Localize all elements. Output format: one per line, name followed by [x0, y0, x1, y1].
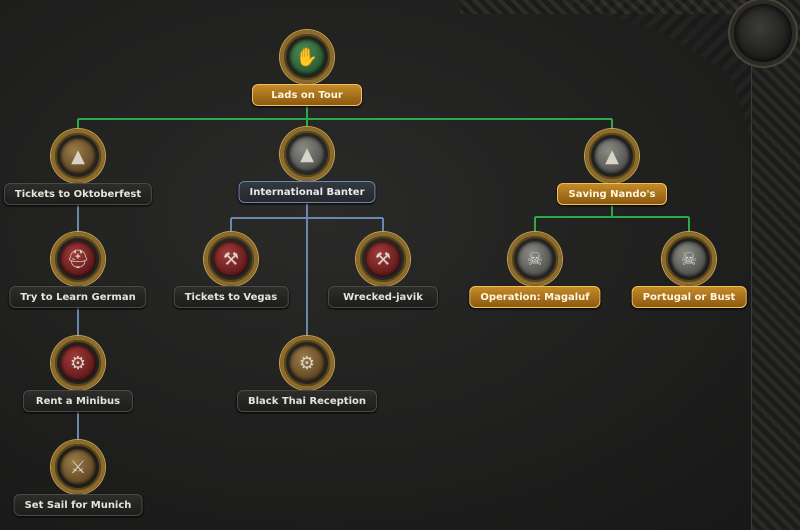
laurel-wreath-icon: [51, 440, 105, 494]
focus-emblem: ⚒: [365, 241, 401, 277]
corner-medallion-icon: [734, 4, 792, 62]
crossed-hammers-icon[interactable]: ⚒: [204, 232, 258, 286]
focus-label[interactable]: International Banter: [238, 181, 376, 203]
skull-wings-icon[interactable]: ☠: [508, 232, 562, 286]
focus-emblem: ▲: [289, 136, 325, 172]
skull-wings-icon[interactable]: ☠: [662, 232, 716, 286]
focus-emblem: ⚙: [289, 345, 325, 381]
focus-rent-a-minibus[interactable]: ⚙ Rent a Minibus: [3, 336, 153, 412]
pyramid-eye-icon[interactable]: ▲: [280, 127, 334, 181]
laurel-wreath-icon: [204, 232, 258, 286]
focus-label[interactable]: Lads on Tour: [252, 84, 362, 106]
radar-dish-icon[interactable]: ⚙: [280, 336, 334, 390]
focus-operation-magaluf[interactable]: ☠ Operation: Magaluf: [460, 232, 610, 308]
pyramid-eye-icon[interactable]: ▲: [585, 129, 639, 183]
focus-label[interactable]: Tickets to Vegas: [173, 286, 289, 308]
focus-emblem: ⚔: [60, 449, 96, 485]
connector-international-banter: [230, 203, 384, 338]
focus-wrecked-javik[interactable]: ⚒ Wrecked-javik: [308, 232, 458, 308]
laurel-wreath-icon: [585, 129, 639, 183]
frame-top-border: [460, 0, 800, 14]
focus-label[interactable]: Operation: Magaluf: [469, 286, 601, 308]
laurel-wreath-icon: [356, 232, 410, 286]
laurel-wreath-icon: [51, 336, 105, 390]
laurel-wreath-icon: [51, 129, 105, 183]
focus-emblem: ☠: [671, 241, 707, 277]
focus-label[interactable]: Portugal or Bust: [631, 286, 747, 308]
focus-emblem: ▲: [594, 138, 630, 174]
focus-label[interactable]: Try to Learn German: [9, 286, 147, 308]
focus-saving-nandos[interactable]: ▲ Saving Nando's: [537, 129, 687, 205]
focus-lads-on-tour[interactable]: ✋ Lads on Tour: [232, 30, 382, 106]
focus-label[interactable]: Saving Nando's: [557, 183, 667, 205]
laurel-wreath-icon: [662, 232, 716, 286]
industry-gear-icon[interactable]: ⚙: [51, 336, 105, 390]
helmet-shield-icon[interactable]: ⛑: [51, 232, 105, 286]
connector-saving-nandos: [534, 205, 690, 232]
connector-lads-on-tour: [77, 98, 613, 132]
focus-emblem: ✋: [289, 39, 325, 75]
crossed-rifles-icon[interactable]: ⚔: [51, 440, 105, 494]
focus-emblem: ☠: [517, 241, 553, 277]
focus-portugal-or-bust[interactable]: ☠ Portugal or Bust: [614, 232, 764, 308]
focus-black-thai-reception[interactable]: ⚙ Black Thai Reception: [232, 336, 382, 412]
focus-emblem: ⛑: [60, 241, 96, 277]
focus-label[interactable]: Tickets to Oktoberfest: [3, 183, 153, 205]
frame-right-border: [751, 0, 800, 530]
focus-tickets-to-vegas[interactable]: ⚒ Tickets to Vegas: [156, 232, 306, 308]
focus-label[interactable]: Wrecked-javik: [328, 286, 438, 308]
focus-set-sail-for-munich[interactable]: ⚔ Set Sail for Munich: [3, 440, 153, 516]
laurel-wreath-icon: [280, 336, 334, 390]
focus-international-banter[interactable]: ▲ International Banter: [232, 127, 382, 203]
handshake-icon[interactable]: ✋: [280, 30, 334, 84]
focus-label[interactable]: Rent a Minibus: [23, 390, 133, 412]
focus-tickets-to-oktoberfest[interactable]: ▲ Tickets to Oktoberfest: [3, 129, 153, 205]
focus-label[interactable]: Black Thai Reception: [236, 390, 378, 412]
pyramid-eye-icon[interactable]: ▲: [51, 129, 105, 183]
laurel-wreath-icon: [280, 30, 334, 84]
laurel-wreath-icon: [280, 127, 334, 181]
focus-label[interactable]: Set Sail for Munich: [13, 494, 143, 516]
laurel-wreath-icon: [508, 232, 562, 286]
focus-emblem: ▲: [60, 138, 96, 174]
crossed-hammers-icon[interactable]: ⚒: [356, 232, 410, 286]
focus-try-to-learn-german[interactable]: ⛑ Try to Learn German: [3, 232, 153, 308]
focus-emblem: ⚒: [213, 241, 249, 277]
laurel-wreath-icon: [51, 232, 105, 286]
focus-emblem: ⚙: [60, 345, 96, 381]
